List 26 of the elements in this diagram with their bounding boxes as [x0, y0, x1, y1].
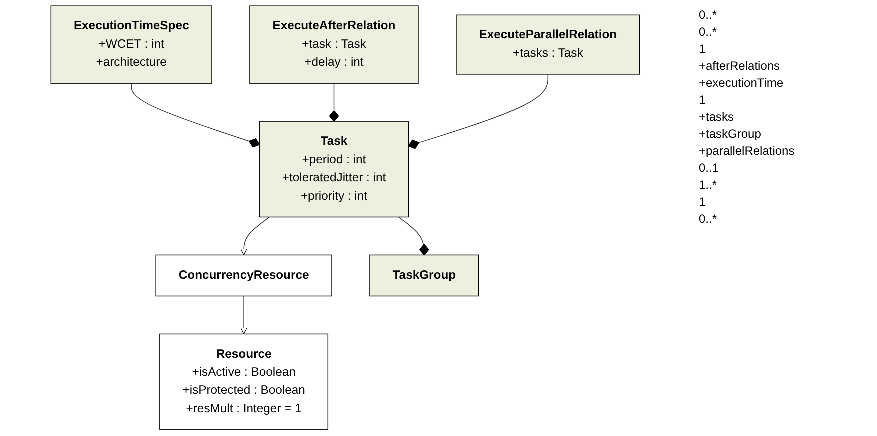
node-box: Task +period : int +toleratedJitter : int +priority : int	[259, 121, 410, 218]
multiplicity-label: +executionTime	[699, 76, 785, 90]
node-box: ExecuteParallelRelation +tasks : Task	[456, 14, 640, 75]
multiplicity-label: 1..*	[699, 178, 718, 192]
multiplicity-label: +tasks	[699, 110, 736, 124]
multiplicity-label: +taskGroup	[699, 127, 762, 141]
node-box: Resource +isActive : Boolean +isProtected : Boolean +resMult : Integer = 1	[160, 334, 329, 430]
multiplicity-label: 0..*	[699, 212, 718, 226]
node-box: TaskGroup	[370, 254, 480, 297]
multiplicity-label: 0..1	[699, 161, 720, 175]
connector	[398, 216, 430, 256]
multiplicity-label: +parallelRelations	[699, 144, 796, 158]
node-box: ExecutionTimeSpec +WCET : int +architecture	[50, 6, 212, 84]
multiplicity-label: 1	[699, 42, 707, 56]
multiplicity-label: 1	[699, 93, 707, 107]
multiplicity-label: 0..*	[699, 8, 718, 22]
node-box: ExecuteAfterRelation +task : Task +delay : int	[250, 6, 419, 84]
connector	[329, 83, 340, 122]
multiplicity-label: 1	[699, 195, 707, 209]
connector	[131, 83, 260, 148]
node-box: ConcurrencyResource	[156, 254, 332, 297]
arrow	[240, 216, 270, 256]
multiplicity-label: 0..*	[699, 25, 718, 39]
connector	[408, 74, 549, 150]
arrow	[240, 296, 248, 335]
multiplicity-label: +afterRelations	[699, 59, 782, 73]
